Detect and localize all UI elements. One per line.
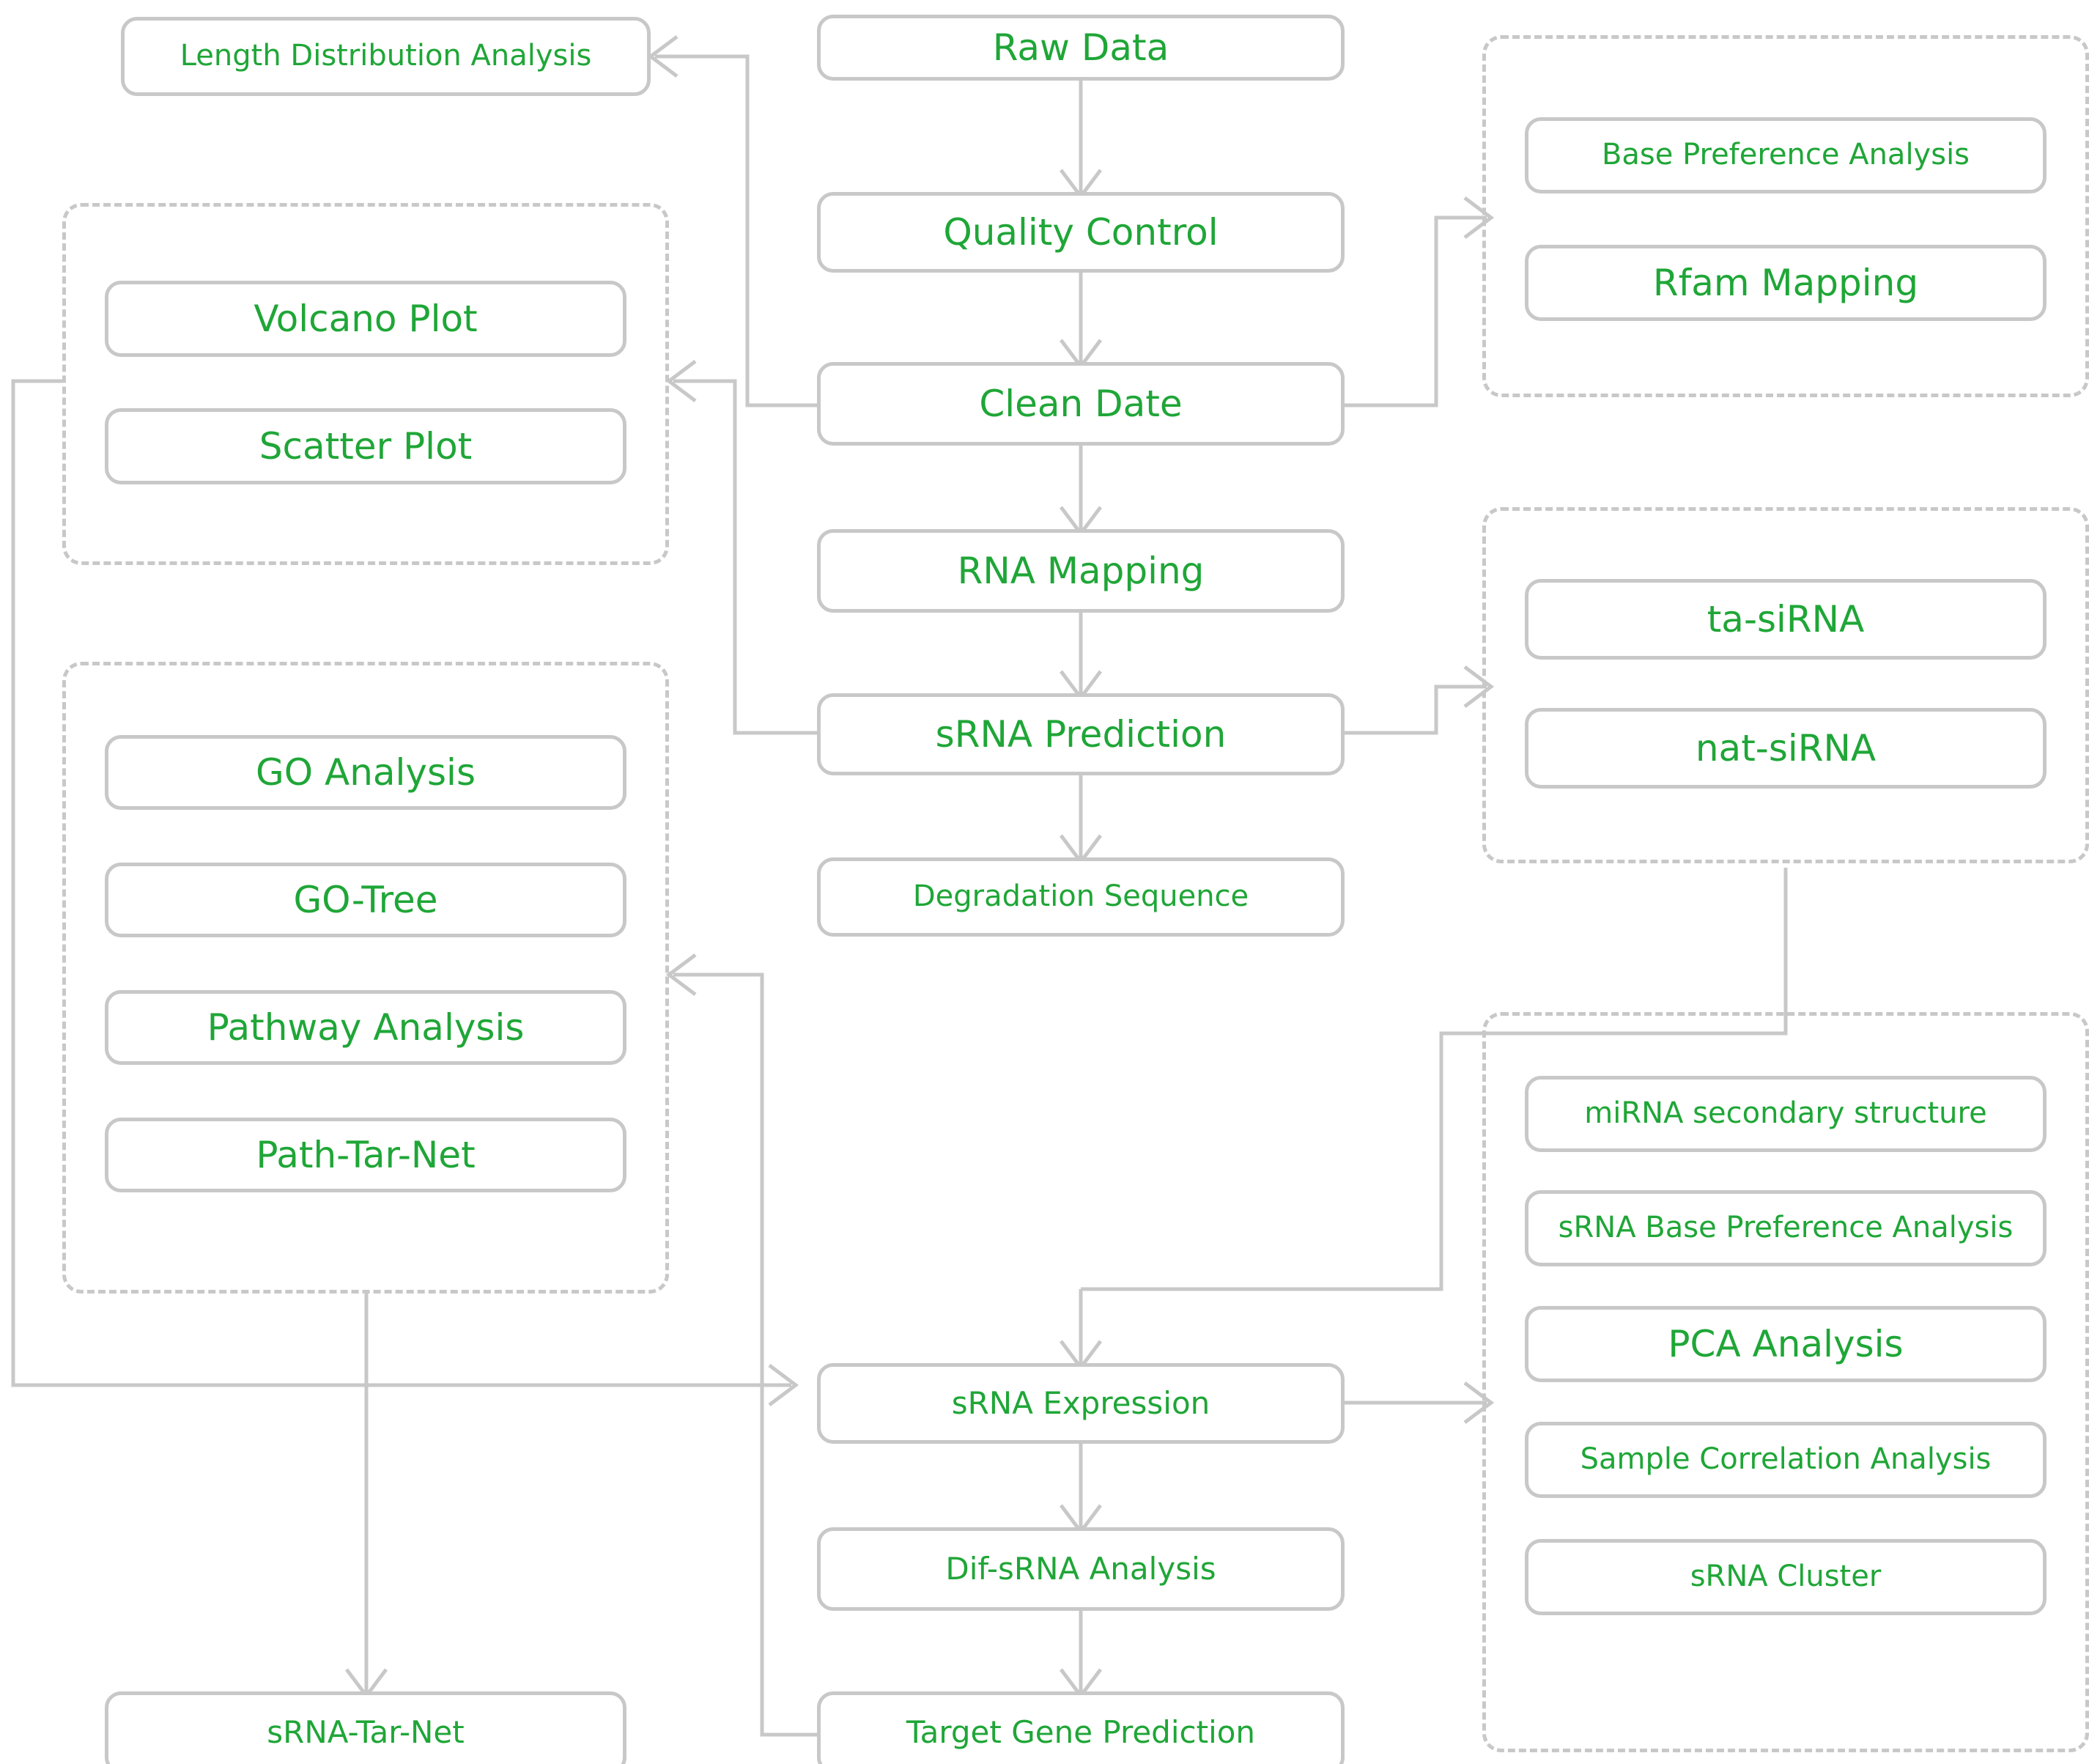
node-path-tar-net[interactable]: Path-Tar-Net	[105, 1118, 626, 1192]
node-go-analysis[interactable]: GO Analysis	[105, 735, 626, 810]
node-nat-sirna[interactable]: nat-siRNA	[1525, 708, 2047, 789]
group-plots	[62, 203, 669, 565]
node-base-preference-analysis[interactable]: Base Preference Analysis	[1525, 117, 2047, 193]
wire-cleandate-to-lengthdist	[655, 54, 817, 407]
wire-srnapred-to-plots	[673, 379, 817, 735]
node-srna-cluster[interactable]: sRNA Cluster	[1525, 1539, 2047, 1615]
node-length-distribution-analysis[interactable]: Length Distribution Analysis	[121, 17, 651, 96]
node-sample-correlation-analysis[interactable]: Sample Correlation Analysis	[1525, 1422, 2047, 1498]
node-srna-prediction[interactable]: sRNA Prediction	[817, 693, 1345, 775]
node-rfam-mapping[interactable]: Rfam Mapping	[1525, 245, 2047, 321]
node-degradation-sequence[interactable]: Degradation Sequence	[817, 857, 1345, 937]
node-volcano-plot[interactable]: Volcano Plot	[105, 281, 626, 357]
node-srna-base-preference-analysis[interactable]: sRNA Base Preference Analysis	[1525, 1190, 2047, 1266]
node-srna-tar-net[interactable]: sRNA-Tar-Net	[105, 1691, 626, 1764]
node-rna-mapping[interactable]: RNA Mapping	[817, 529, 1345, 613]
group-qc-right	[1482, 35, 2089, 397]
wire-targetgene-to-functional	[673, 973, 817, 1737]
node-target-gene-prediction[interactable]: Target Gene Prediction	[817, 1691, 1345, 1764]
node-clean-date[interactable]: Clean Date	[817, 362, 1345, 446]
node-pathway-analysis[interactable]: Pathway Analysis	[105, 990, 626, 1065]
node-srna-expression[interactable]: sRNA Expression	[817, 1363, 1345, 1444]
node-ta-sirna[interactable]: ta-siRNA	[1525, 579, 2047, 660]
wire-srnapred-to-sirna	[1345, 684, 1487, 735]
node-go-tree[interactable]: GO-Tree	[105, 863, 626, 937]
node-pca-analysis[interactable]: PCA Analysis	[1525, 1306, 2047, 1382]
node-mirna-secondary-structure[interactable]: miRNA secondary structure	[1525, 1076, 2047, 1152]
arrowhead-srnaexpr-left	[768, 1364, 799, 1406]
node-quality-control[interactable]: Quality Control	[817, 192, 1345, 273]
arrowhead-lengthdist	[647, 35, 679, 78]
node-raw-data[interactable]: Raw Data	[817, 15, 1345, 81]
node-scatter-plot[interactable]: Scatter Plot	[105, 408, 626, 484]
group-sirna	[1482, 507, 2089, 863]
wire-cleandate-to-qcright	[1345, 215, 1487, 407]
arrowhead-plots	[665, 360, 697, 402]
node-dif-srna-analysis[interactable]: Dif-sRNA Analysis	[817, 1527, 1345, 1611]
arrowhead-functional	[665, 953, 697, 996]
